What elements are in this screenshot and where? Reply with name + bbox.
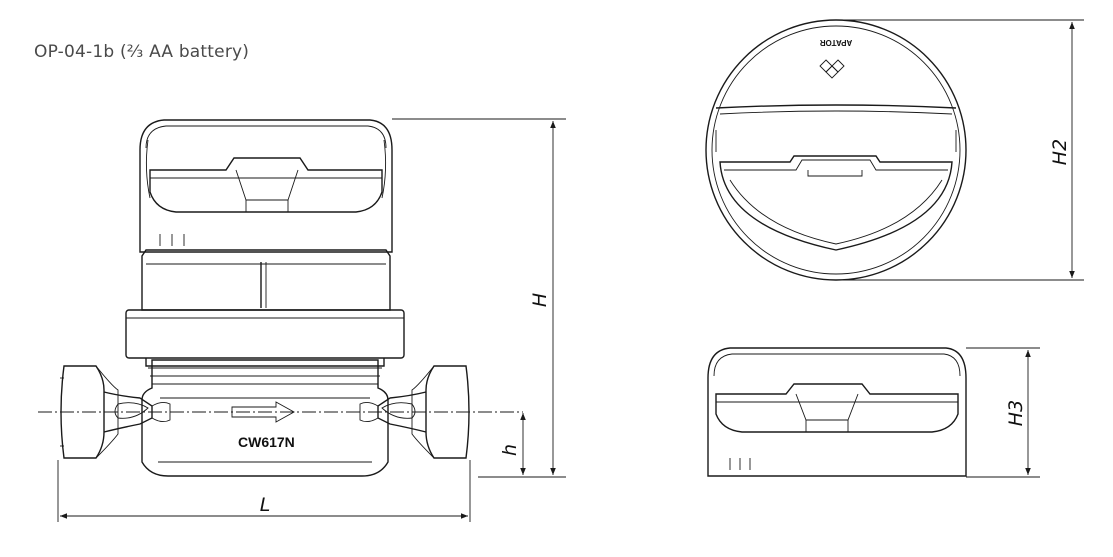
dimension-label-L: L	[260, 494, 271, 516]
lower-ring	[125, 309, 405, 367]
meter-front-view: CW617N	[38, 118, 566, 522]
brand-logo-text: APATOR	[820, 38, 853, 47]
right-connector	[359, 365, 470, 459]
dimension-H: H	[392, 118, 566, 478]
dimension-label-H: H	[529, 293, 551, 307]
meter-column	[141, 249, 391, 311]
dimension-label-H2: H2	[1049, 139, 1071, 165]
dimension-L: L	[57, 460, 471, 522]
dimension-label-h: h	[499, 444, 521, 456]
register-cap	[139, 119, 393, 253]
meter-body: CW617N	[141, 359, 389, 477]
material-label: CW617N	[238, 434, 295, 450]
brand-logo-icon	[819, 59, 845, 79]
dimension-label-H3: H3	[1005, 400, 1027, 426]
cap-side-view: H3	[707, 347, 1040, 478]
drawing-title: OP-04-1b (⅔ AA battery)	[34, 42, 250, 62]
cap-top-view: APATOR H2	[705, 19, 1084, 281]
left-connector	[60, 365, 171, 459]
dimension-h: h	[499, 413, 526, 475]
